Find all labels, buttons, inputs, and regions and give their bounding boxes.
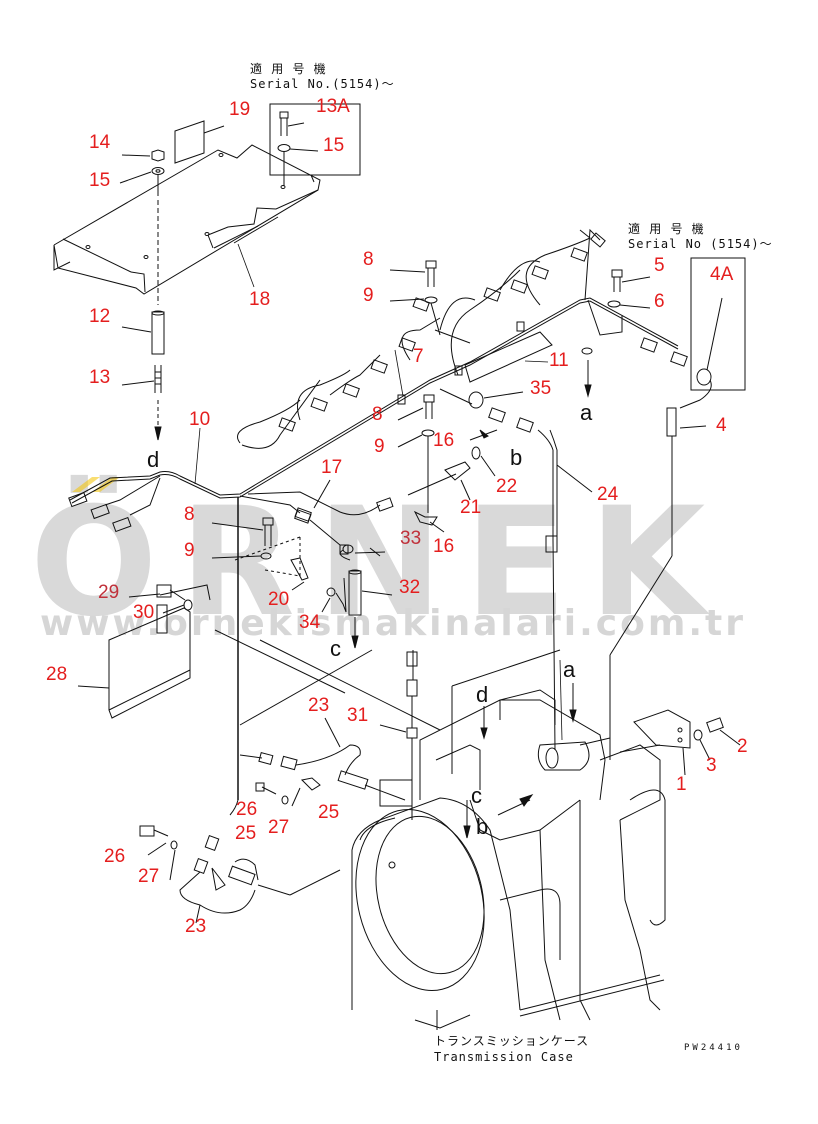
spacer-stud-drawing [121,310,165,441]
callout-8: 8 [372,404,383,425]
serial-box-4a [666,257,746,556]
reference-letter-a: a [580,400,593,425]
callout-10: 10 [189,409,211,430]
callout-18: 18 [249,289,271,310]
callout-4A: 4A [710,264,734,285]
callout-16: 16 [433,430,455,451]
callout-23: 23 [308,695,330,716]
callout-9: 9 [374,436,385,457]
serial-note-2-jp: 適 用 号 機 [628,222,705,236]
callout-15: 15 [323,135,345,156]
callout-13A: 13A [316,96,350,117]
callout-1: 1 [676,774,687,795]
callout-4: 4 [716,415,727,436]
serial-note-2-en: Serial No (5154)〜 [628,237,773,251]
callout-26: 26 [236,799,258,820]
callout-8: 8 [184,504,195,525]
callout-19: 19 [229,99,251,120]
callout-8: 8 [363,249,374,270]
callout-17: 17 [321,457,343,478]
callout-27: 27 [268,817,290,838]
label-sticker-drawing [174,120,205,164]
callout-25: 25 [235,823,257,844]
reference-letter-b: b [476,814,489,839]
callout-26: 26 [104,846,126,867]
callout-12: 12 [89,306,111,327]
callout-13: 13 [89,367,111,388]
callout-32: 32 [399,577,421,598]
sensor-31-drawing [379,650,418,820]
drawing-code: PW24410 [684,1043,743,1053]
serial-box-13a [269,103,361,186]
transmission-case-drawing [351,555,741,1030]
bracket-28-drawing [77,584,211,719]
callout-27: 27 [138,866,160,887]
serial-note-1-en: Serial No.(5154)〜 [250,77,395,91]
callout-2: 2 [737,736,748,757]
callout-9: 9 [184,540,195,561]
caption: トランスミッションケース Transmission Case [434,1033,589,1065]
callout-30: 30 [133,602,155,623]
cover-plate-drawing [53,144,321,295]
callout-29: 29 [98,582,120,603]
spacer-32-drawing [321,544,393,649]
connector-17-drawing [294,479,349,555]
caption-en: Transmission Case [434,1050,574,1064]
reference-letter-c: c [330,636,341,661]
bracket-20-drawing [234,536,309,591]
callout-20: 20 [268,589,290,610]
reference-letter-d: d [147,447,160,472]
sensor-lead-23-lower [179,835,341,924]
callout-31: 31 [347,705,369,726]
serial-note-1-jp: 適 用 号 機 [250,62,327,76]
watermark-logo: ÖRNEK [30,476,728,650]
callout-16: 16 [433,536,455,557]
callout-3: 3 [706,755,717,776]
serial-note-1: 適 用 号 機 Serial No.(5154)〜 [250,62,395,92]
bolt-drawing [211,260,651,560]
callout-21: 21 [460,497,482,518]
reference-letter-d: d [476,682,489,707]
callout-7: 7 [413,346,424,367]
callout-23: 23 [185,916,207,937]
callout-25: 25 [318,802,340,823]
callout-6: 6 [654,291,665,312]
sensor-lead-23-upper [258,717,406,801]
callout-33: 33 [400,528,422,549]
callout-28: 28 [46,664,68,685]
callout-14: 14 [89,132,111,153]
caption-jp: トランスミッションケース [434,1034,590,1048]
callout-9: 9 [363,285,374,306]
callout-24: 24 [597,484,619,505]
serial-note-2: 適 用 号 機 Serial No (5154)〜 [628,222,773,252]
sensor-parts-drawing [407,388,593,751]
reference-letter-a: a [563,657,576,682]
harness-drawing [68,228,688,533]
callout-15: 15 [89,170,111,191]
reference-letter-c: c [471,783,482,808]
callout-35: 35 [530,378,552,399]
bolt-29-30-drawing [128,584,193,614]
leader-lines [194,243,563,741]
callout-5: 5 [654,255,665,276]
callout-11: 11 [549,350,569,371]
reference-letter-b: b [510,445,523,470]
callout-22: 22 [496,476,518,497]
nut-washer-drawing [119,149,165,305]
fasteners-25-27-drawing [139,777,321,881]
callout-34: 34 [299,612,321,633]
